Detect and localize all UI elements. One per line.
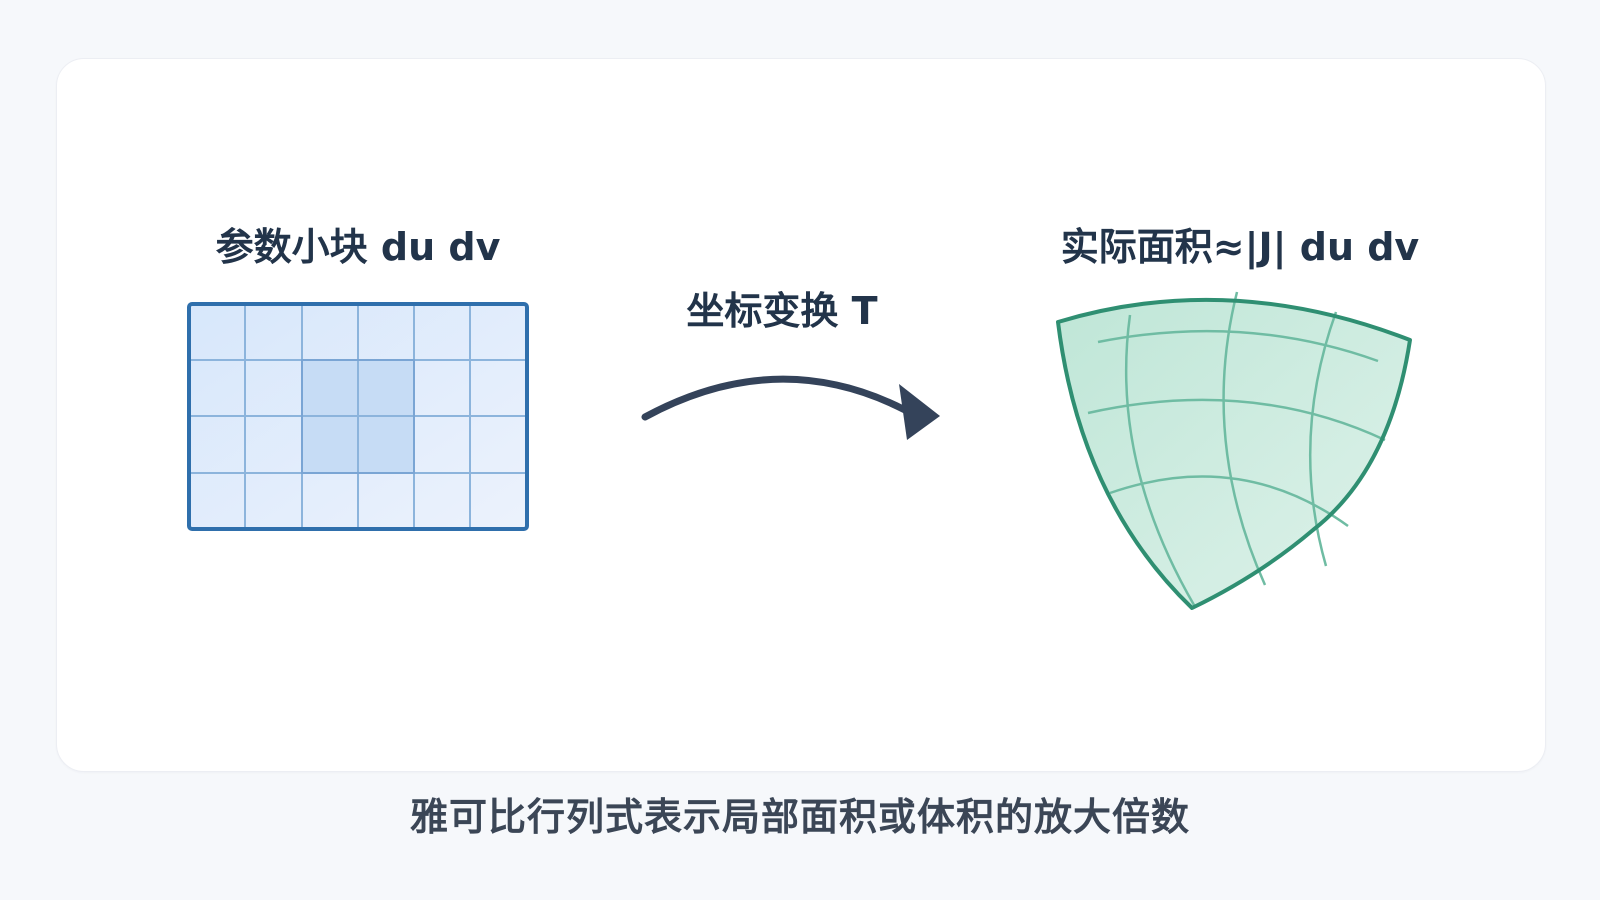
- parameter-grid: [187, 302, 529, 531]
- curve-line-v1: [1124, 314, 1196, 606]
- actual-area-label: 实际面积≈|J| du dv: [1061, 225, 1420, 270]
- transformation-arrow: [641, 375, 940, 440]
- arrow-head-icon: [899, 384, 940, 440]
- region-border: [1056, 297, 1412, 610]
- transformed-region: [1056, 291, 1412, 610]
- highlight-outline: [301, 359, 415, 474]
- parameter-patch-label: 参数小块 du dv: [216, 225, 501, 269]
- curve-line-h2: [1087, 398, 1386, 442]
- grid-border: [187, 302, 529, 531]
- diagram-caption: 雅可比行列式表示局部面积或体积的放大倍数: [409, 795, 1190, 839]
- curve-line-h3: [1109, 475, 1349, 528]
- region-fill: [1058, 299, 1410, 608]
- curve-line-h1: [1097, 329, 1379, 363]
- arrow-shaft: [641, 375, 909, 421]
- transformation-label: 坐标变换 T: [686, 289, 877, 333]
- curved-grid-lines: [1087, 291, 1386, 606]
